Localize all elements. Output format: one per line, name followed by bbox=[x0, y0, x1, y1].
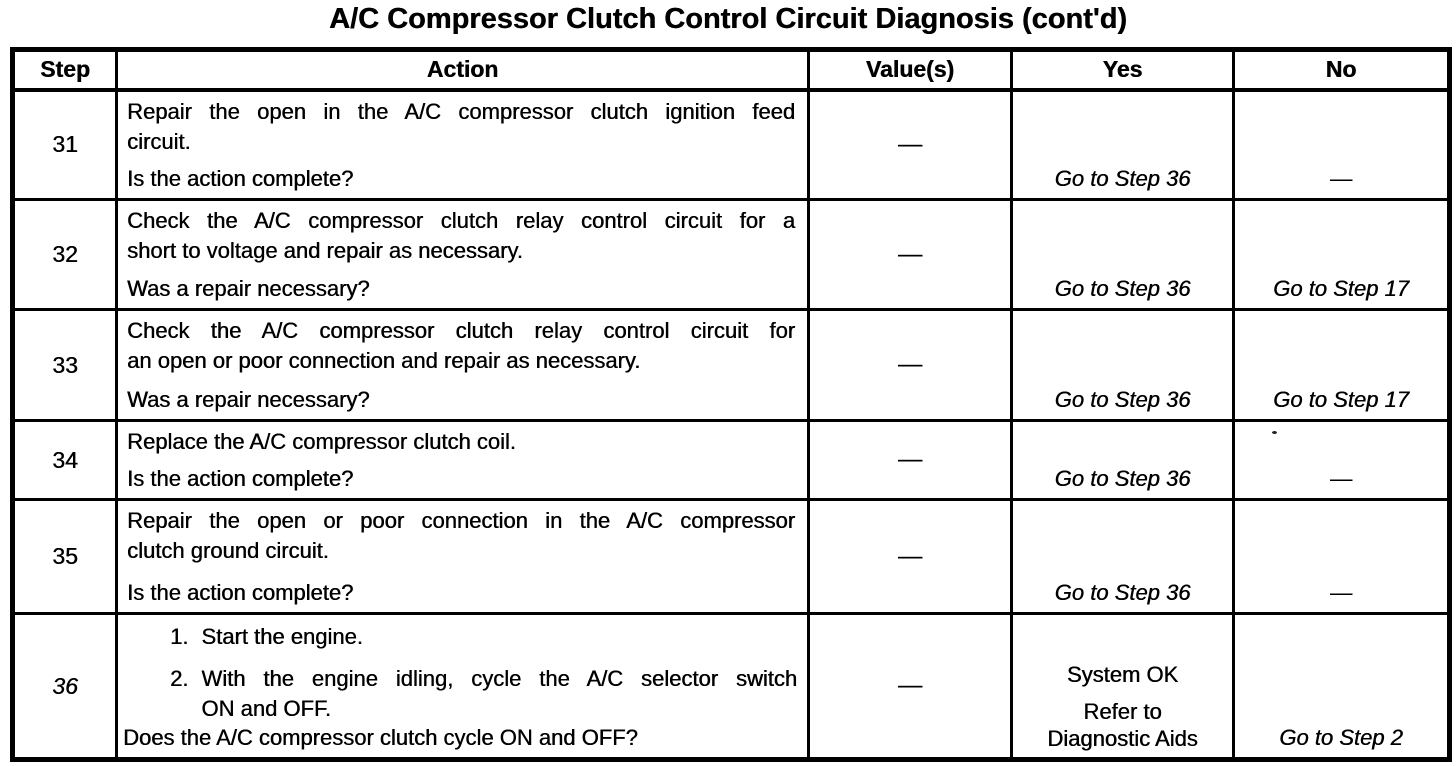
header-yes: Yes bbox=[1010, 48, 1235, 92]
yes-result-secondary: Refer to Diagnostic Aids bbox=[1013, 698, 1232, 752]
value-cell: — bbox=[807, 612, 1013, 761]
action-cell: Check the A/C compressor clutch relay co… bbox=[115, 198, 810, 311]
question-text: Was a repair necessary? bbox=[127, 276, 370, 301]
list-item-text: Start the engine. bbox=[201, 624, 363, 649]
action-description: Check the A/C compressor clutch relay co… bbox=[118, 201, 807, 266]
list-item-line: ON and OFF. bbox=[201, 696, 331, 721]
question-text: Is the action complete? bbox=[127, 466, 354, 491]
no-cell: — bbox=[1232, 88, 1451, 201]
list-item: 1. Start the engine. bbox=[118, 622, 797, 652]
no-cell: Go to Step 17 bbox=[1232, 198, 1451, 311]
yes-result-line: Diagnostic Aids bbox=[1047, 726, 1198, 751]
header-row: Step Action Value(s) Yes No bbox=[11, 48, 1451, 92]
no-dash: — bbox=[1330, 580, 1352, 605]
value-cell: — bbox=[807, 88, 1013, 201]
yes-cell: Go to Step 36 bbox=[1010, 419, 1235, 501]
value-cell: — bbox=[807, 419, 1013, 501]
table-row-step-36: 36 1. Start the engine. 2. With the engi… bbox=[11, 612, 1451, 761]
list-item-number: 1. bbox=[170, 624, 189, 649]
question-text: Is the action complete? bbox=[127, 580, 354, 605]
no-dash: — bbox=[1330, 166, 1352, 191]
goto-yes-text: Go to Step 36 bbox=[1054, 466, 1191, 491]
goto-yes-text: Go to Step 36 bbox=[1054, 166, 1191, 191]
table-row-step-34: 34 Replace the A/C compressor clutch coi… bbox=[11, 419, 1451, 501]
yes-cell: System OK Refer to Diagnostic Aids bbox=[1010, 612, 1235, 761]
action-cell: Repair the open or poor connection in th… bbox=[115, 498, 810, 615]
yes-cell: Go to Step 36 bbox=[1010, 198, 1235, 311]
yes-cell: Go to Step 36 bbox=[1010, 498, 1235, 615]
yes-result-line: Refer to bbox=[1083, 699, 1162, 724]
yes-cell: Go to Step 36 bbox=[1010, 88, 1235, 201]
action-line: Repair the open or poor connection in th… bbox=[127, 508, 795, 533]
goto-yes-text: Go to Step 36 bbox=[1054, 580, 1191, 605]
action-cell: Repair the open in the A/C compressor cl… bbox=[115, 88, 810, 201]
table-row-step-31: 31 Repair the open in the A/C compressor… bbox=[11, 88, 1451, 201]
scan-artifact-dot bbox=[1272, 431, 1277, 434]
step-cell: 31 bbox=[11, 88, 118, 201]
list-item-text: With the engine idling, cycle the A/C se… bbox=[201, 664, 797, 724]
action-description: Repair the open in the A/C compressor cl… bbox=[118, 92, 807, 157]
yes-result-primary: System OK bbox=[1066, 662, 1179, 687]
goto-no-text: Go to Step 17 bbox=[1273, 276, 1409, 301]
action-cell: Replace the A/C compressor clutch coil. … bbox=[115, 419, 810, 501]
action-numbered-list: 1. Start the engine. 2. With the engine … bbox=[118, 615, 807, 724]
yes-cell: Go to Step 36 bbox=[1010, 308, 1235, 422]
header-action: Action bbox=[115, 48, 810, 92]
no-cell: Go to Step 17 bbox=[1232, 308, 1451, 422]
action-line: an open or poor connection and repair as… bbox=[127, 348, 641, 373]
header-values: Value(s) bbox=[807, 48, 1013, 92]
step-cell: 34 bbox=[11, 419, 118, 501]
goto-yes-text: Go to Step 36 bbox=[1054, 387, 1191, 412]
value-cell: — bbox=[807, 308, 1013, 422]
action-description: Check the A/C compressor clutch relay co… bbox=[118, 311, 807, 376]
step-cell: 36 bbox=[11, 612, 118, 761]
list-item-line: With the engine idling, cycle the A/C se… bbox=[201, 666, 797, 691]
header-step: Step bbox=[11, 48, 118, 92]
list-item: 2. With the engine idling, cycle the A/C… bbox=[118, 664, 797, 724]
question-text: Is the action complete? bbox=[127, 166, 354, 191]
no-cell: — bbox=[1232, 498, 1451, 615]
action-line: Check the A/C compressor clutch relay co… bbox=[127, 318, 795, 343]
list-item-number: 2. bbox=[170, 666, 189, 691]
table-row-step-32: 32 Check the A/C compressor clutch relay… bbox=[11, 198, 1451, 311]
goto-no-text: Go to Step 2 bbox=[1279, 725, 1403, 750]
question-text: Does the A/C compressor clutch cycle ON … bbox=[123, 725, 638, 750]
no-cell: — bbox=[1232, 419, 1451, 501]
table-row-step-33: 33 Check the A/C compressor clutch relay… bbox=[11, 308, 1451, 422]
header-no: No bbox=[1232, 48, 1451, 92]
no-dash: — bbox=[1330, 466, 1352, 491]
action-line: short to voltage and repair as necessary… bbox=[127, 238, 523, 263]
action-line: Check the A/C compressor clutch relay co… bbox=[127, 208, 795, 233]
value-cell: — bbox=[807, 198, 1013, 311]
goto-yes-text: Go to Step 36 bbox=[1054, 276, 1191, 301]
step-cell: 33 bbox=[11, 308, 118, 422]
step-cell: 32 bbox=[11, 198, 118, 311]
action-description: Repair the open or poor connection in th… bbox=[118, 501, 807, 566]
no-cell: Go to Step 2 bbox=[1232, 612, 1451, 761]
action-cell: 1. Start the engine. 2. With the engine … bbox=[115, 612, 810, 761]
action-cell: Check the A/C compressor clutch relay co… bbox=[115, 308, 810, 422]
diagnosis-table: Step Action Value(s) Yes No 31 Repair th… bbox=[10, 47, 1452, 762]
action-line: Replace the A/C compressor clutch coil. bbox=[127, 429, 516, 454]
value-cell: — bbox=[807, 498, 1013, 615]
action-line: clutch ground circuit. bbox=[127, 538, 329, 563]
table-row-step-35: 35 Repair the open or poor connection in… bbox=[11, 498, 1451, 615]
action-description: Replace the A/C compressor clutch coil. bbox=[118, 422, 807, 457]
step-cell: 35 bbox=[11, 498, 118, 615]
action-line: circuit. bbox=[127, 128, 191, 154]
goto-no-text: Go to Step 17 bbox=[1273, 387, 1409, 412]
question-text: Was a repair necessary? bbox=[127, 387, 370, 412]
page-title: A/C Compressor Clutch Control Circuit Di… bbox=[329, 3, 1127, 35]
action-line: Repair the open in the A/C compressor cl… bbox=[127, 98, 795, 124]
yes-result: System OK Refer to Diagnostic Aids bbox=[1013, 661, 1232, 752]
